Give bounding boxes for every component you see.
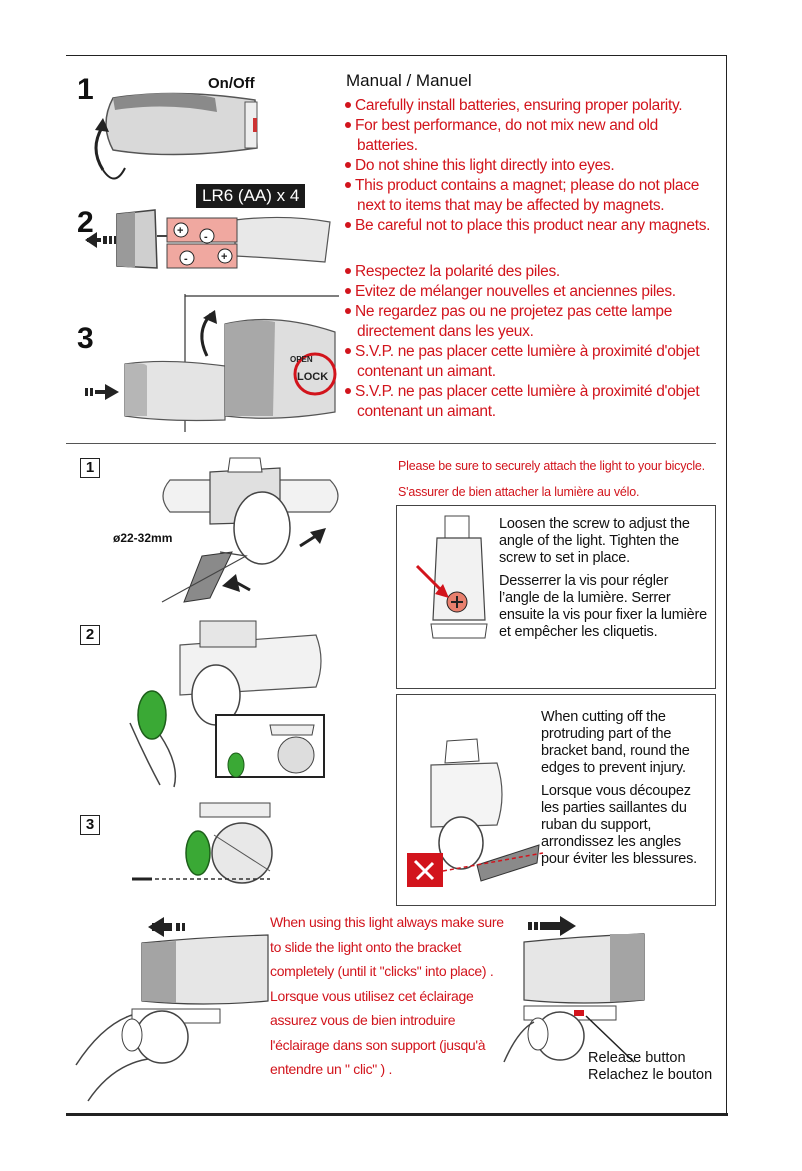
diameter-label: ø22-32mm bbox=[113, 531, 173, 545]
manual-fr-text: Ne regardez pas ou ne projetez pas cette… bbox=[355, 303, 673, 320]
battery-spec-label: LR6 (AA) x 4 bbox=[196, 184, 306, 208]
manual-en-item: For best performance, do not mix new and… bbox=[345, 116, 725, 136]
manual-fr-item-cont: directement dans les yeux. bbox=[357, 323, 534, 340]
attach-note-fr: S'assurer de bien attacher la lumière au… bbox=[398, 485, 640, 499]
manual-fr-item-cont: contenant un aimant. bbox=[357, 403, 496, 420]
screw-text-en: Loosen the screw to adjust the angle of … bbox=[499, 516, 690, 566]
manual-en-text: For best performance, do not mix new and… bbox=[355, 117, 658, 134]
manual-en-item-cont: batteries. bbox=[357, 137, 418, 154]
manual-en-text: This product contains a magnet; please d… bbox=[355, 177, 700, 194]
manual-fr-item: S.V.P. ne pas placer cette lumière à pro… bbox=[345, 342, 725, 362]
slide-on-text: When using this light always make sure t… bbox=[270, 910, 520, 1082]
lock-label: LOCK bbox=[297, 371, 328, 383]
step-2-number: 2 bbox=[77, 206, 94, 239]
manual-fr-text: Respectez la polarité des piles. bbox=[355, 263, 560, 280]
manual-en-item: Do not shine this light directly into ey… bbox=[345, 156, 725, 176]
slide-line: assurez vous de bien introduire bbox=[270, 1012, 456, 1028]
bullet-icon bbox=[345, 307, 351, 314]
slide-line: completely (until it "clicks" into place… bbox=[270, 963, 494, 979]
bullet-icon bbox=[345, 121, 351, 128]
cut-band-illustration bbox=[132, 802, 273, 884]
manual-en-item: This product contains a magnet; please d… bbox=[345, 176, 725, 196]
svg-text:-: - bbox=[184, 253, 188, 265]
manual-fr-item: S.V.P. ne pas placer cette lumière à pro… bbox=[345, 382, 725, 402]
manual-en-item-cont: next to items that may be affected by ma… bbox=[357, 197, 665, 214]
attach-note-en: Please be sure to securely attach the li… bbox=[398, 459, 705, 473]
manual-fr-item: Ne regardez pas ou ne projetez pas cette… bbox=[345, 302, 725, 322]
manual-fr-text: S.V.P. ne pas placer cette lumière à pro… bbox=[355, 383, 700, 400]
release-fr: Relachez le bouton bbox=[588, 1067, 713, 1083]
slide-line: l'éclairage dans son support (jusqu'à bbox=[270, 1036, 486, 1053]
manual-fr-text: Evitez de mélanger nouvelles et ancienne… bbox=[355, 283, 676, 300]
lock-cover-illustration: OPEN LOCK bbox=[85, 294, 339, 432]
slide-line: to slide the light onto the bracket bbox=[270, 938, 462, 955]
release-button-label: Release button Relachez le bouton bbox=[588, 1050, 712, 1084]
bullet-icon bbox=[345, 387, 351, 394]
step-1-number: 1 bbox=[77, 73, 94, 106]
slide-line: When using this light always make sure bbox=[270, 914, 504, 930]
manual-en-text: Carefully install batteries, ensuring pr… bbox=[355, 97, 683, 114]
release-en: Release button bbox=[588, 1050, 686, 1066]
bullet-icon bbox=[345, 347, 351, 354]
screw-adjust-box: Loosen the screw to adjust the angle of … bbox=[396, 505, 716, 689]
page-bottom-rule bbox=[66, 1113, 728, 1116]
manual-fr-item: Respectez la polarité des piles. bbox=[345, 262, 725, 282]
open-label: OPEN bbox=[290, 355, 313, 364]
manual-fr-item-cont: contenant un aimant. bbox=[357, 363, 496, 380]
manual-title: Manual / Manuel bbox=[346, 71, 472, 90]
cut-text-en: When cutting off the protruding part of … bbox=[541, 709, 690, 776]
section-divider bbox=[66, 443, 716, 444]
manual-fr-text: S.V.P. ne pas placer cette lumière à pro… bbox=[355, 343, 700, 360]
mount-step-1-number: 1 bbox=[80, 458, 100, 478]
on-off-label: On/Off bbox=[208, 75, 255, 92]
manual-en-text: Do not shine this light directly into ey… bbox=[355, 157, 615, 174]
bullet-icon bbox=[345, 267, 351, 274]
mount-step-2-number: 2 bbox=[80, 625, 100, 645]
screw-adjust-illustration bbox=[415, 515, 488, 639]
screw-text-block: Loosen the screw to adjust the angle of … bbox=[499, 516, 709, 647]
svg-text:-: - bbox=[204, 231, 208, 243]
cut-text-fr: Lorsque vous découpez les parties sailla… bbox=[541, 783, 697, 867]
manual-en-item: Carefully install batteries, ensuring pr… bbox=[345, 96, 725, 116]
bracket-strap-illustration bbox=[161, 457, 339, 603]
green-knob-illustration bbox=[129, 620, 325, 788]
svg-text:+: + bbox=[221, 251, 227, 263]
slide-line: entendre un " clic" ) . bbox=[270, 1061, 393, 1077]
battery-install-illustration: + - - + bbox=[85, 209, 331, 269]
slide-line: Lorsque vous utilisez cet éclairage bbox=[270, 987, 474, 1004]
manual-en-item: Be careful not to place this product nea… bbox=[345, 216, 725, 236]
manual-english-list: Carefully install batteries, ensuring pr… bbox=[345, 96, 725, 236]
bullet-icon bbox=[345, 101, 351, 108]
manual-fr-item: Evitez de mélanger nouvelles et ancienne… bbox=[345, 282, 725, 302]
cut-text-block: When cutting off the protruding part of … bbox=[541, 709, 711, 874]
bullet-icon bbox=[345, 181, 351, 188]
cut-band-box: When cutting off the protruding part of … bbox=[396, 694, 716, 906]
screw-text-fr: Desserrer la vis pour régler l’angle de … bbox=[499, 573, 707, 640]
bullet-icon bbox=[345, 161, 351, 168]
manual-en-text: Be careful not to place this product nea… bbox=[355, 217, 711, 234]
slide-on-left-illustration bbox=[75, 917, 269, 1102]
step-3-number: 3 bbox=[77, 322, 94, 355]
bullet-icon bbox=[345, 221, 351, 228]
page-frame bbox=[66, 55, 727, 1116]
bullet-icon bbox=[345, 287, 351, 294]
release-button-illustration bbox=[503, 916, 645, 1063]
light-on-off-illustration bbox=[94, 92, 258, 180]
cut-bracket-illustration bbox=[407, 738, 544, 887]
mount-step-3-number: 3 bbox=[80, 815, 100, 835]
manual-french-list: Respectez la polarité des piles. Evitez … bbox=[345, 262, 725, 422]
svg-text:+: + bbox=[177, 225, 183, 237]
